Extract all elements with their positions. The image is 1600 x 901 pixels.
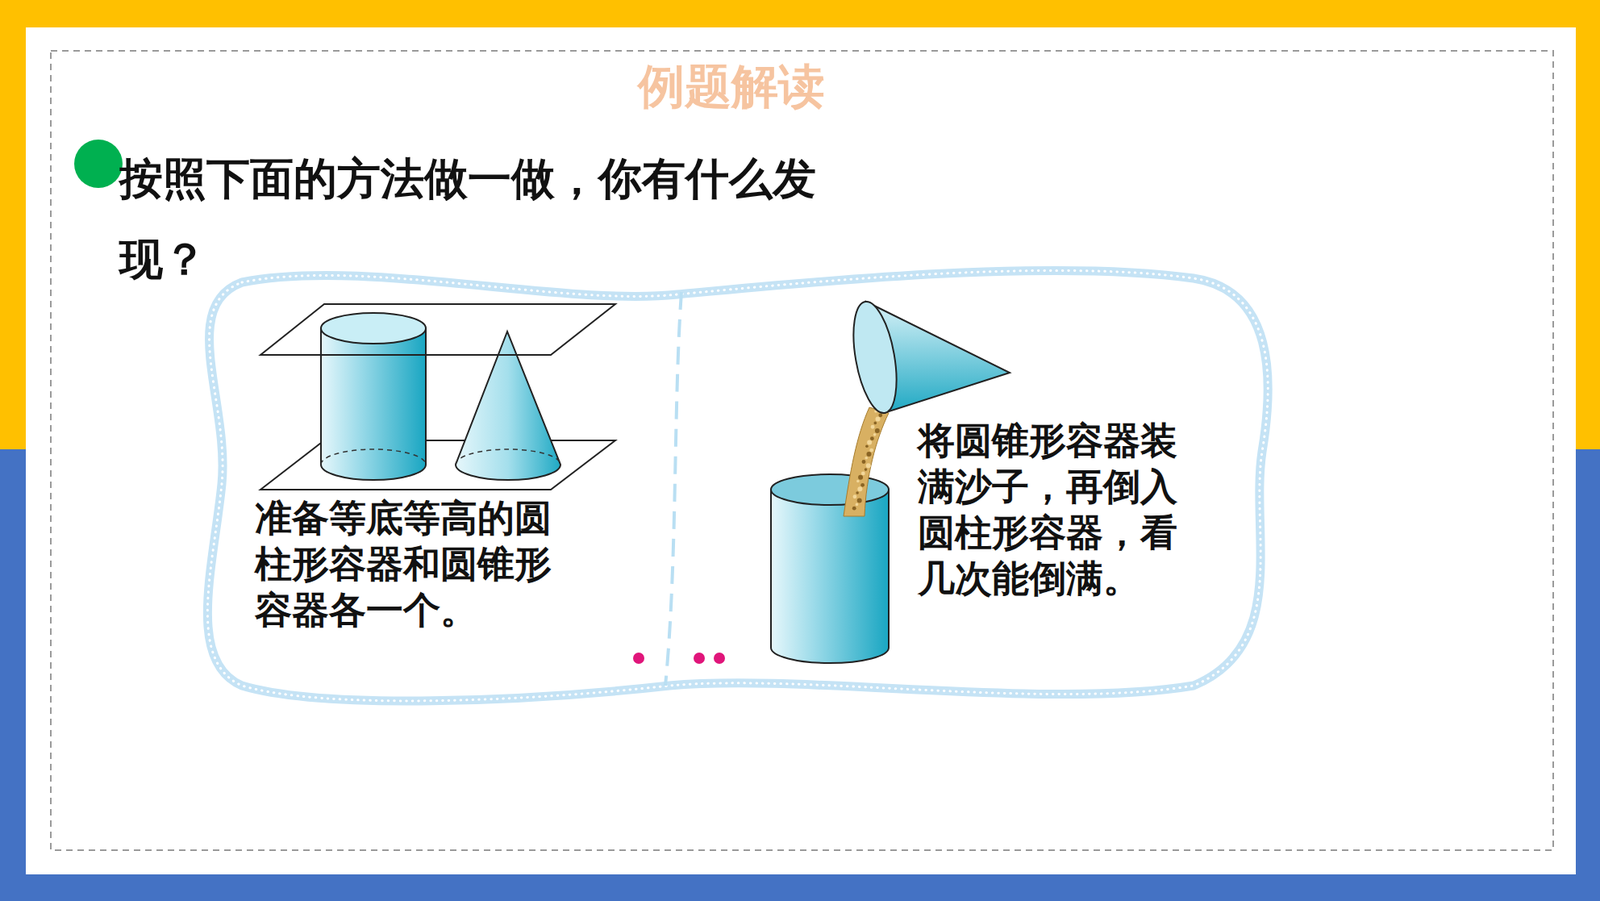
question-text: 按照下面的方法做一做，你有什么发现？	[119, 138, 834, 300]
sand-speck	[857, 486, 863, 492]
step-one-text: 准备等底等高的圆柱形容器和圆锥形容器各一个。	[254, 495, 567, 634]
dot	[693, 652, 705, 664]
cone	[455, 331, 561, 480]
divider	[665, 291, 682, 686]
dashed-frame	[50, 50, 1554, 850]
page-title: 例题解读	[0, 58, 1463, 115]
sand-speck	[873, 433, 877, 437]
bullet-dot	[74, 139, 123, 188]
bottom-plane	[260, 440, 616, 490]
sand-speck	[875, 416, 881, 422]
sand-speck	[853, 494, 858, 499]
sand-speck	[866, 451, 871, 457]
step-two-text: 将圆锥形容器装满沙子，再倒入圆柱形容器，看几次能倒满。	[917, 417, 1192, 602]
sand-speck	[860, 483, 865, 488]
cylinder	[320, 312, 426, 480]
sand-speck	[874, 421, 878, 425]
white-panel	[25, 27, 1576, 875]
sand-speck	[856, 479, 860, 484]
sand-speck	[866, 439, 872, 445]
sand-speck	[857, 498, 863, 504]
sand-speck	[878, 412, 883, 417]
sand-speck	[870, 425, 875, 430]
sand-speck	[862, 459, 867, 464]
sand-speck	[869, 448, 874, 453]
sand-speck	[866, 462, 871, 468]
top-plane	[260, 304, 616, 355]
sand-speck	[865, 444, 869, 448]
sand-speck	[855, 491, 859, 495]
sand-speck	[864, 456, 868, 460]
sand-speck	[855, 503, 859, 507]
dot	[633, 652, 645, 664]
sand-speck	[864, 467, 868, 471]
sand-speck	[861, 471, 866, 476]
cloud-outline	[207, 270, 1268, 701]
sand-speck	[875, 428, 880, 434]
sand-speck	[858, 475, 863, 480]
sand-speck	[870, 436, 875, 441]
dot	[713, 652, 725, 664]
pouring-cone	[845, 298, 1010, 417]
receiving-cylinder	[770, 474, 889, 663]
cloud-dots	[207, 270, 1268, 701]
sand-stream	[843, 407, 889, 517]
sand-speck	[852, 506, 857, 511]
